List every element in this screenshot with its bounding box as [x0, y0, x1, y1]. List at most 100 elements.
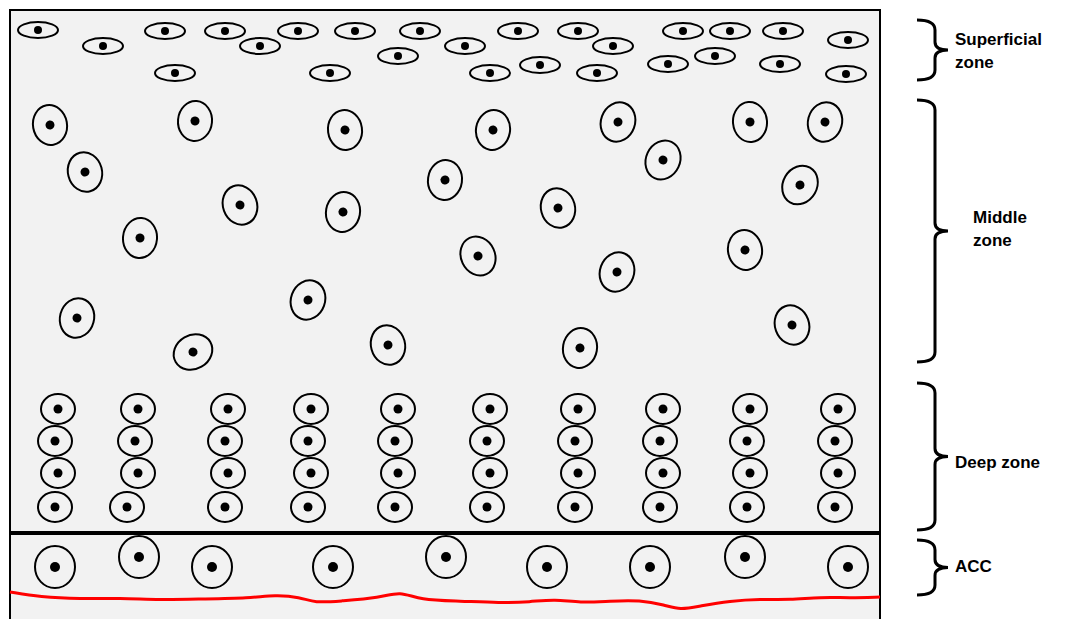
calcified-chondrocyte: [35, 546, 75, 588]
round-chondrocyte: [425, 158, 464, 202]
round-chondrocyte: [536, 184, 579, 231]
tidemark-line: [10, 531, 880, 535]
flat-chondrocyte: [335, 23, 375, 39]
columnar-chondrocyte: [110, 492, 144, 522]
flat-chondrocyte: [145, 23, 185, 39]
columnar-chondrocyte: [643, 492, 677, 522]
zone-label: Middle zone: [973, 207, 1053, 253]
columnar-chondrocyte: [470, 492, 504, 522]
columnar-chondrocyte: [118, 426, 152, 456]
flat-chondrocyte: [710, 23, 750, 39]
columnar-chondrocyte: [38, 492, 72, 522]
columnar-chondrocyte: [646, 394, 680, 424]
columnar-chondrocyte: [558, 426, 592, 456]
flat-chondrocyte: [378, 48, 418, 64]
round-chondrocyte: [595, 97, 641, 146]
calcified-chondrocyte: [527, 546, 567, 588]
round-chondrocyte: [473, 107, 513, 152]
zone-bracket: [917, 540, 948, 595]
columnar-chondrocyte: [561, 458, 595, 488]
round-chondrocyte: [775, 159, 824, 211]
zone-label: Superficial zone: [955, 29, 1065, 75]
round-chondrocyte: [325, 108, 364, 152]
zone-label: Deep zone: [955, 452, 1080, 475]
flat-chondrocyte: [648, 56, 688, 72]
columnar-chondrocyte: [41, 458, 75, 488]
flat-chondrocyte: [18, 22, 58, 38]
columnar-chondrocyte: [561, 394, 595, 424]
columnar-chondrocyte: [38, 426, 72, 456]
columnar-chondrocyte: [473, 458, 507, 488]
round-chondrocyte: [639, 135, 687, 186]
columnar-chondrocyte: [730, 492, 764, 522]
flat-chondrocyte: [760, 56, 800, 72]
round-chondrocyte: [55, 294, 98, 341]
columnar-chondrocyte: [646, 458, 680, 488]
calcified-chondrocyte: [828, 546, 868, 588]
round-chondrocyte: [176, 100, 213, 143]
flat-chondrocyte: [828, 32, 868, 48]
columnar-chondrocyte: [208, 492, 242, 522]
columnar-chondrocyte: [733, 394, 767, 424]
flat-chondrocyte: [520, 57, 560, 73]
flat-chondrocyte: [400, 23, 440, 39]
columnar-chondrocyte: [291, 426, 325, 456]
columnar-chondrocyte: [378, 492, 412, 522]
round-chondrocyte: [769, 300, 815, 349]
zone-label: ACC: [955, 556, 1075, 579]
columnar-chondrocyte: [294, 458, 328, 488]
round-chondrocyte: [121, 217, 158, 260]
flat-chondrocyte: [155, 65, 195, 81]
flat-chondrocyte: [470, 65, 510, 81]
round-chondrocyte: [30, 102, 70, 147]
columnar-chondrocyte: [643, 426, 677, 456]
calcified-chondrocyte: [119, 536, 159, 578]
flat-chondrocyte: [593, 38, 633, 54]
columnar-chondrocyte: [208, 426, 242, 456]
zone-bracket: [917, 20, 948, 80]
columnar-chondrocyte: [558, 492, 592, 522]
columnar-chondrocyte: [818, 426, 852, 456]
flat-chondrocyte: [445, 38, 485, 54]
calcified-chondrocyte: [630, 546, 670, 588]
columnar-chondrocyte: [41, 394, 75, 424]
calcified-chondrocyte: [192, 546, 232, 588]
flat-chondrocyte: [205, 23, 245, 39]
flat-chondrocyte: [498, 23, 538, 39]
zone-bracket: [917, 383, 948, 530]
columnar-chondrocyte: [121, 394, 155, 424]
flat-chondrocyte: [663, 23, 703, 39]
columnar-chondrocyte: [211, 394, 245, 424]
chondrocytes: [18, 22, 868, 588]
tissue-block: [10, 10, 880, 619]
round-chondrocyte: [167, 327, 219, 376]
flat-chondrocyte: [577, 65, 617, 81]
flat-chondrocyte: [763, 23, 803, 39]
round-chondrocyte: [217, 180, 263, 229]
columnar-chondrocyte: [733, 458, 767, 488]
flat-chondrocyte: [558, 23, 598, 39]
round-chondrocyte: [725, 227, 765, 272]
round-chondrocyte: [560, 325, 600, 370]
columnar-chondrocyte: [821, 458, 855, 488]
calcified-chondrocyte: [313, 546, 353, 588]
calcified-chondrocyte: [725, 536, 765, 578]
columnar-chondrocyte: [291, 492, 325, 522]
zone-bracket: [917, 100, 948, 362]
round-chondrocyte: [366, 321, 409, 368]
flat-chondrocyte: [83, 38, 123, 54]
columnar-chondrocyte: [730, 426, 764, 456]
round-chondrocyte: [454, 231, 502, 282]
round-chondrocyte: [803, 98, 846, 145]
bone-boundary-line: [10, 592, 880, 609]
round-chondrocyte: [63, 148, 106, 195]
columnar-chondrocyte: [211, 458, 245, 488]
calcified-chondrocyte: [426, 536, 466, 578]
flat-chondrocyte: [278, 23, 318, 39]
columnar-chondrocyte: [821, 394, 855, 424]
round-chondrocyte: [594, 247, 640, 296]
columnar-chondrocyte: [121, 458, 155, 488]
columnar-chondrocyte: [294, 394, 328, 424]
